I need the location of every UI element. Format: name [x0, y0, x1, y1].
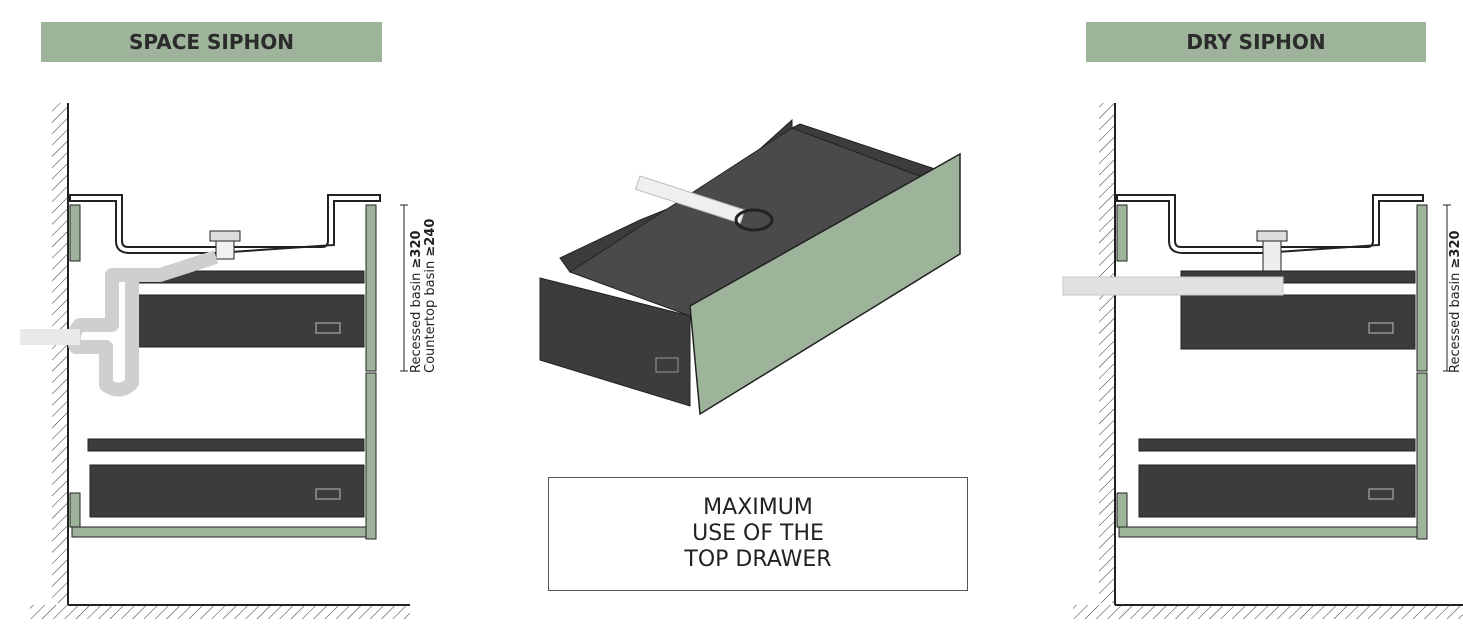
drawer-handle	[655, 357, 679, 373]
dimension-text-recessed: Recessed basin ≥320	[409, 230, 424, 373]
siphon-outlet-pipe	[20, 329, 80, 345]
cabinet-front-panel-upper	[1416, 204, 1428, 372]
floor-hatch	[30, 605, 410, 619]
cabinet-left-bottom-strip	[69, 492, 81, 528]
wall-hatch	[52, 103, 68, 603]
dry-siphon-diagram: Recessed basin ≥320	[1062, 103, 1463, 619]
dimension-text-countertop: Countertop basin ≥240	[423, 219, 438, 373]
caption-box: MAXIMUM USE OF THE TOP DRAWER	[548, 477, 968, 591]
basin-outline	[69, 194, 381, 254]
drawer-front-panel	[689, 152, 961, 416]
drawer-drain-ring	[734, 208, 774, 232]
wall-hatch	[1099, 103, 1115, 603]
upper-drawer-handle	[315, 322, 341, 334]
dimension-text-recessed: Recessed basin ≥320	[1448, 230, 1463, 373]
drawer-side	[539, 277, 691, 407]
cabinet-left-bottom-strip	[1116, 492, 1128, 528]
upper-drawer-handle	[1368, 322, 1394, 334]
caption-line-3: TOP DRAWER	[684, 547, 832, 572]
lower-drawer-body	[1138, 464, 1416, 518]
top-drawer-isometric	[539, 118, 961, 416]
basin-outline	[1116, 194, 1424, 254]
dry-siphon-title: DRY SIPHON	[1186, 30, 1326, 54]
lower-drawer-rail	[1138, 438, 1416, 452]
dry-siphon-pipe	[1062, 276, 1284, 296]
cabinet-bottom	[71, 526, 367, 538]
caption-line-1: MAXIMUM	[703, 495, 813, 520]
cabinet-bottom	[1118, 526, 1418, 538]
lower-drawer-rail	[87, 438, 365, 452]
upper-drawer-body	[131, 294, 365, 348]
upper-drawer-body	[1180, 294, 1416, 350]
cabinet-left-top-strip	[1116, 204, 1128, 262]
floor-hatch	[1073, 605, 1463, 619]
cabinet-front-panel-lower	[365, 372, 377, 540]
siphon-pipe	[66, 250, 219, 397]
cabinet-front-panel-lower	[1416, 372, 1428, 540]
lower-drawer-handle	[1368, 488, 1394, 500]
drain-body	[215, 240, 235, 260]
lower-drawer-handle	[315, 488, 341, 500]
drain-cap	[1256, 230, 1288, 242]
caption-line-2: USE OF THE	[692, 521, 824, 546]
lower-drawer-body	[89, 464, 365, 518]
cabinet-front-panel-upper	[365, 204, 377, 372]
cabinet-left-top-strip	[69, 204, 81, 262]
drawer-siphon-pipe	[635, 175, 746, 224]
drain-cap	[209, 230, 241, 242]
dry-siphon-label: DRY SIPHON	[1086, 22, 1426, 62]
space-siphon-title: SPACE SIPHON	[129, 30, 294, 54]
space-siphon-diagram: Recessed basin ≥320 Countertop basin ≥24…	[20, 103, 438, 619]
space-siphon-label: SPACE SIPHON	[41, 22, 382, 62]
